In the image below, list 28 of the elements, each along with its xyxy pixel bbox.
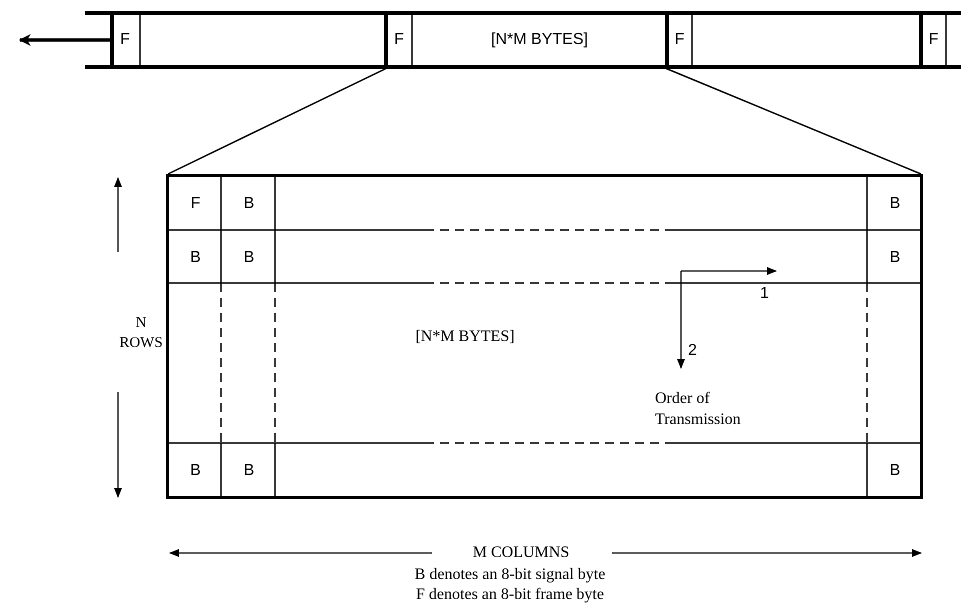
byte-cell: B — [222, 231, 276, 284]
frame-segment — [140, 11, 386, 69]
byte-cell: B — [169, 444, 222, 498]
byte-cell: B — [169, 231, 222, 284]
byte-cell: B — [868, 231, 922, 284]
frame-byte-cell: F — [921, 11, 946, 69]
arrow — [18, 34, 110, 46]
note-text: F denotes an 8-bit frame byte — [416, 585, 604, 605]
frame-byte-cell: F — [386, 11, 412, 69]
frame-segment: [N*M BYTES] — [412, 11, 667, 69]
byte-cell: B — [222, 444, 276, 498]
dimension-label: M COLUMNS — [472, 543, 570, 563]
frame-byte-cell: F — [667, 11, 692, 69]
note-text: B denotes an 8-bit signal byte — [414, 565, 606, 585]
frame-grid — [166, 174, 923, 499]
expansion-line — [664, 67, 922, 175]
byte-cell: B — [868, 177, 922, 231]
area-label: [N*M BYTES] — [415, 327, 515, 347]
frame-segment — [692, 11, 921, 69]
frame-byte-cell: F — [110, 11, 140, 69]
dimension-label: N ROWS — [118, 314, 164, 352]
direction-number: 1 — [760, 284, 769, 304]
expansion-line — [168, 67, 388, 175]
direction-number: 2 — [688, 341, 697, 361]
direction-caption: Order of Transmission — [655, 389, 742, 430]
byte-cell: B — [222, 177, 276, 231]
byte-cell: B — [868, 444, 922, 498]
byte-cell: F — [169, 177, 222, 231]
